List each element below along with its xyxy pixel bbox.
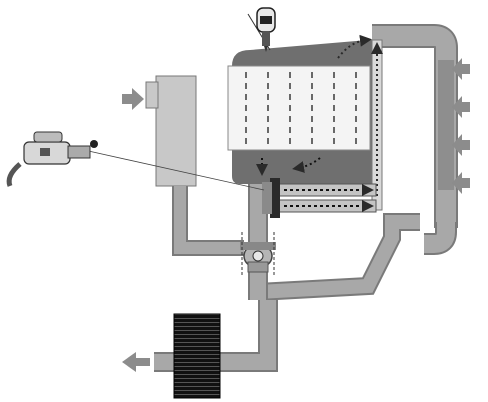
water-pump-icon [240,184,276,300]
outflow-arrow-icon [122,352,150,372]
inflow-arrow-icon [452,58,470,194]
hose-connector-icon [6,131,265,191]
heater-inflow-arrow-icon [122,88,144,110]
flow-arrow-top [337,34,372,59]
radiator-tubes [245,72,357,146]
radiator-grille [173,313,221,399]
radiator-core [227,65,371,151]
heater-core [145,75,197,187]
bypass-riser [371,39,383,211]
lower-return-pipe [257,213,420,301]
engine-block [227,40,378,184]
thermostat-icon [262,178,377,218]
temperature-sensor-icon [247,7,276,52]
return-pipe-right [372,24,458,255]
heater-pipe [172,186,244,256]
